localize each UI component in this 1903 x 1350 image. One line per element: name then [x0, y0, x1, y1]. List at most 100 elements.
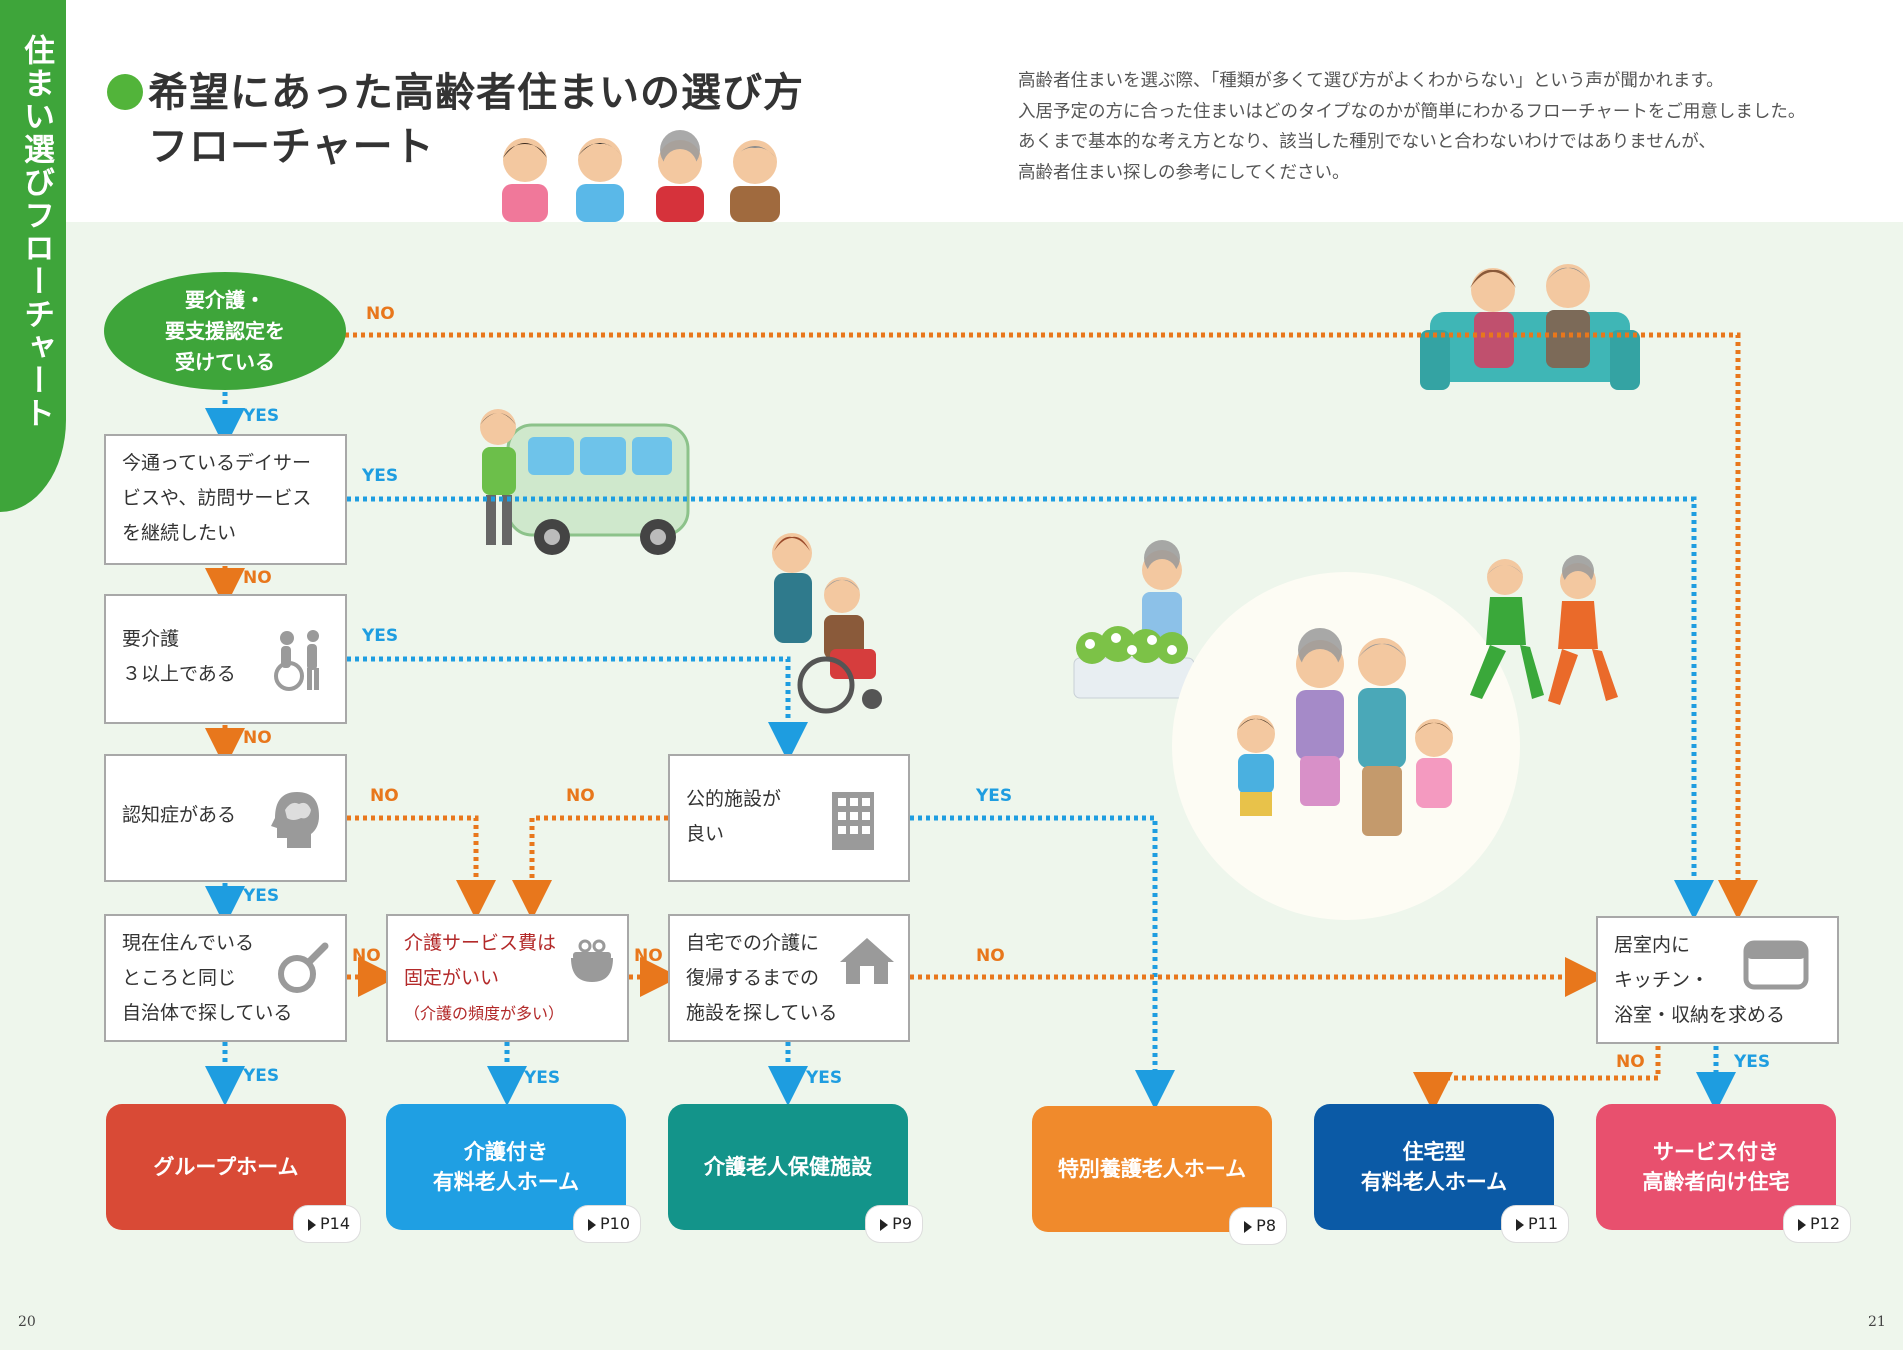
page-title: 希望にあった高齢者住まいの選び方	[148, 70, 804, 116]
page-reference[interactable]: P11	[1501, 1206, 1568, 1242]
result-label: 住宅型 有料老人ホーム	[1360, 1140, 1508, 1194]
intro-line: あくまで基本的な考え方となり、該当した種別でないと合わないわけではありませんが、	[1018, 132, 1716, 152]
play-icon	[1515, 1218, 1524, 1231]
question-line: ３以上である	[122, 663, 236, 685]
edge-label-yes: YES	[243, 406, 280, 426]
intro-line: 高齢者住まいを選ぶ際、「種類が多くて選び方がよくわからない」という声が聞かれます…	[1018, 71, 1724, 91]
building-icon	[832, 792, 874, 850]
question-line: 現在住んでいる	[122, 932, 255, 954]
result-serviced-housing[interactable]: サービス付き 高齢者向け住宅 P12	[1596, 1104, 1850, 1242]
page-reference[interactable]: P8	[1230, 1208, 1286, 1244]
question-kitchen-bath: 居室内に キッチン・ 浴室・収納を求める	[1596, 916, 1839, 1044]
page-reference-label: P12	[1809, 1214, 1840, 1233]
coin-purse-icon	[571, 939, 613, 982]
question-line: 自宅での介護に	[686, 932, 820, 954]
start-node-line: 要支援認定を	[165, 318, 285, 343]
edge-label-yes: YES	[243, 1066, 280, 1086]
edge-label-no: NO	[243, 728, 272, 748]
edge-label-no: NO	[566, 786, 595, 806]
edge-label-no: NO	[976, 946, 1005, 966]
question-line: ビスや、訪問サービス	[122, 487, 312, 509]
play-icon	[587, 1218, 596, 1231]
edge-label-no: NO	[634, 946, 663, 966]
edge-label-yes: YES	[524, 1068, 561, 1088]
edge-label-no: NO	[243, 568, 272, 588]
edge-label-no: NO	[352, 946, 381, 966]
connector-start-no	[345, 332, 1758, 920]
question-return-home: 自宅での介護に 復帰するまでの 施設を探している	[668, 914, 910, 1042]
result-label: 介護老人保健施設	[704, 1155, 872, 1179]
result-care-home-with-care[interactable]: 介護付き 有料老人ホーム P10	[386, 1104, 640, 1242]
intro-text: 高齢者住まいを選ぶ際、「種類が多くて選び方がよくわからない」という声が聞かれます…	[1018, 66, 1858, 188]
result-geriatric-health-facility[interactable]: 介護老人保健施設 P9	[668, 1104, 922, 1242]
bathtub-icon	[1743, 940, 1809, 990]
elder-woman-figure	[656, 130, 704, 222]
question-line: 認知症がある	[122, 804, 237, 826]
page-reference-label: P14	[319, 1214, 350, 1233]
question-care-level-3: 要介護 ３以上である	[104, 594, 347, 724]
page-number-left: 20	[18, 1314, 36, 1330]
question-line: キッチン・	[1614, 969, 1710, 991]
question-line: 良い	[686, 823, 725, 845]
question-line: 居室内に	[1614, 934, 1691, 956]
walking-elders-illustration	[1470, 555, 1618, 705]
house-icon	[840, 938, 894, 984]
play-icon	[880, 1218, 889, 1231]
connector-kitchen-no	[1413, 1046, 1661, 1112]
play-icon	[307, 1218, 316, 1231]
result-residential-home[interactable]: 住宅型 有料老人ホーム P11	[1314, 1104, 1568, 1242]
question-same-municipality: 現在住んでいる ところと同じ 自治体で探している	[104, 914, 347, 1042]
page-reference[interactable]: P12	[1783, 1206, 1850, 1242]
play-icon	[1244, 1220, 1253, 1233]
page-reference-label: P8	[1256, 1216, 1276, 1235]
wheelchair-icon	[274, 630, 319, 691]
intro-line: 入居予定の方に合った住まいはどのタイプなのかが簡単にわかるフローチャートをご用意…	[1018, 101, 1806, 122]
question-fixed-care-cost: 介護サービス費は 固定がいい （介護の頻度が多い）	[386, 914, 629, 1042]
question-line: 固定がいい	[404, 967, 500, 989]
page-reference-label: P11	[1527, 1214, 1558, 1233]
question-dayservice: 今通っているデイサー ビスや、訪問サービス を継続したい	[104, 434, 347, 565]
play-icon	[1797, 1218, 1806, 1231]
result-group-home[interactable]: グループホーム P14	[106, 1104, 360, 1242]
question-line: 施設を探している	[686, 1002, 838, 1024]
edge-label-yes: YES	[362, 466, 399, 486]
question-line: 要介護	[122, 628, 180, 650]
page-reference[interactable]: P10	[573, 1206, 640, 1242]
edge-label-no: NO	[1616, 1052, 1645, 1072]
page-subtitle: フローチャート	[148, 124, 435, 170]
page-number-right: 21	[1868, 1314, 1886, 1330]
result-label: グループホーム	[153, 1155, 299, 1179]
gardening-elder-illustration	[1073, 540, 1195, 699]
caregiver-woman-figure	[502, 138, 548, 222]
edge-label-yes: YES	[362, 626, 399, 646]
question-line: 介護サービス費は	[404, 932, 557, 954]
page-reference-label: P10	[599, 1214, 630, 1233]
result-special-nursing-home[interactable]: 特別養護老人ホーム P8	[1032, 1106, 1286, 1244]
result-label: 介護付き 有料老人ホーム	[432, 1140, 580, 1194]
connector-dayservice-yes	[347, 496, 1714, 920]
page-reference[interactable]: P14	[293, 1206, 360, 1242]
edge-label-yes: YES	[976, 786, 1013, 806]
question-line: 自治体で探している	[122, 1002, 293, 1024]
side-tab: 住まい選びフローチャート	[0, 0, 66, 512]
elder-man-figure	[730, 140, 780, 222]
result-label: 特別養護老人ホーム	[1057, 1157, 1247, 1181]
staff-and-elders-illustration	[502, 130, 780, 222]
question-public-facility: 公的施設が 良い	[668, 754, 910, 882]
caregiver-man-figure	[576, 138, 624, 222]
connector-care3-yes	[347, 656, 808, 762]
edge-label-yes: YES	[1734, 1052, 1771, 1072]
question-line: 公的施設が	[686, 788, 782, 810]
start-node-line: 要介護・	[185, 287, 265, 312]
start-node: 要介護・ 要支援認定を 受けている	[104, 272, 346, 390]
edge-label-no: NO	[366, 304, 395, 324]
wheelchair-care-illustration	[772, 533, 882, 714]
edge-label-no: NO	[370, 786, 399, 806]
question-line: （介護の頻度が多い）	[404, 1004, 565, 1023]
title-bullet	[107, 74, 143, 110]
question-dementia: 認知症がある	[104, 754, 347, 882]
page-reference[interactable]: P9	[866, 1206, 922, 1242]
question-line: 復帰するまでの	[686, 967, 820, 989]
magnifier-icon	[278, 942, 329, 993]
